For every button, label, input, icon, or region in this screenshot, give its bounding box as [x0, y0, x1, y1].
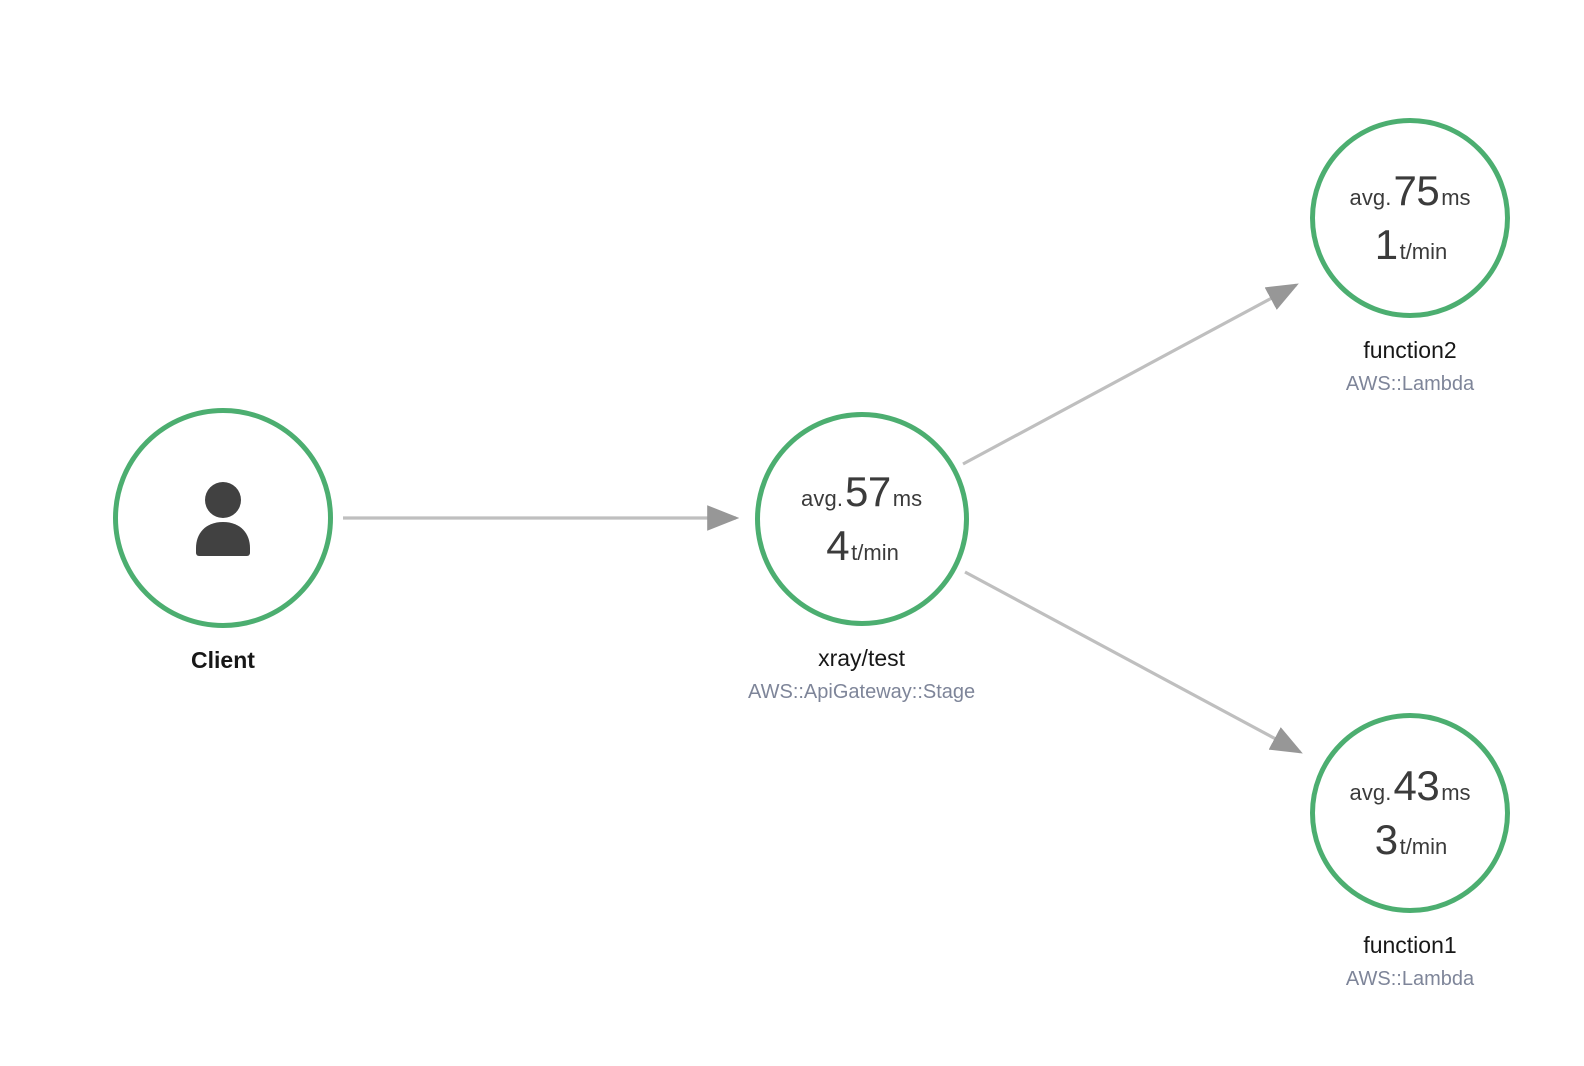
node-function2-labels: function2 AWS::Lambda [1346, 336, 1474, 397]
node-gateway-subtitle: AWS::ApiGateway::Stage [748, 680, 976, 703]
node-function2-title: function2 [1363, 337, 1457, 363]
rate-unit: t/min [1399, 834, 1448, 859]
rate-value: 4 [826, 522, 850, 569]
node-function1-subtitle: AWS::Lambda [1345, 967, 1475, 990]
rate-value: 1 [1374, 221, 1398, 268]
rate-unit: t/min [851, 540, 899, 565]
node-client-labels: Client [191, 646, 255, 675]
edge-gateway-to-function1[interactable] [964, 570, 1303, 754]
latency-prefix: avg. [801, 486, 844, 511]
node-function1[interactable]: avg. 43 ms 3 t/min function1 AWS::Lambda [1310, 713, 1510, 992]
latency-value: 57 [845, 468, 891, 515]
latency-prefix: avg. [1349, 780, 1392, 805]
node-function2-latency: avg. 75 ms [1349, 167, 1470, 215]
node-function1-title: function1 [1363, 932, 1457, 958]
edge-gateway-to-function2[interactable] [962, 283, 1299, 466]
node-client-title: Client [191, 647, 255, 673]
node-function1-circle[interactable]: avg. 43 ms 3 t/min [1310, 713, 1510, 913]
latency-prefix: avg. [1349, 185, 1392, 210]
node-function1-latency: avg. 43 ms [1349, 762, 1470, 810]
rate-unit: t/min [1399, 239, 1448, 264]
node-gateway-rate: 4 t/min [824, 522, 899, 570]
node-function1-labels: function1 AWS::Lambda [1346, 931, 1474, 992]
node-client[interactable]: Client [113, 408, 333, 675]
node-function1-rate: 3 t/min [1373, 816, 1448, 864]
node-function2[interactable]: avg. 75 ms 1 t/min function2 AWS::Lambda [1310, 118, 1510, 397]
node-gateway-labels: xray/test AWS::ApiGateway::Stage [748, 644, 975, 705]
latency-unit: ms [892, 486, 923, 511]
node-function2-rate: 1 t/min [1373, 221, 1448, 269]
latency-unit: ms [1441, 185, 1471, 210]
node-gateway-latency: avg. 57 ms [801, 468, 922, 516]
node-gateway-title: xray/test [818, 645, 906, 671]
node-gateway-circle[interactable]: avg. 57 ms 4 t/min [754, 412, 969, 626]
node-function2-circle[interactable]: avg. 75 ms 1 t/min [1310, 118, 1510, 318]
node-gateway[interactable]: avg. 57 ms 4 t/min xray/test AWS::ApiGat… [748, 412, 975, 705]
node-client-circle[interactable] [113, 408, 333, 628]
person-icon [196, 482, 250, 556]
latency-value: 75 [1393, 167, 1440, 214]
latency-value: 43 [1393, 762, 1440, 809]
rate-value: 3 [1374, 816, 1398, 863]
node-function2-subtitle: AWS::Lambda [1345, 372, 1475, 395]
latency-unit: ms [1441, 780, 1471, 805]
